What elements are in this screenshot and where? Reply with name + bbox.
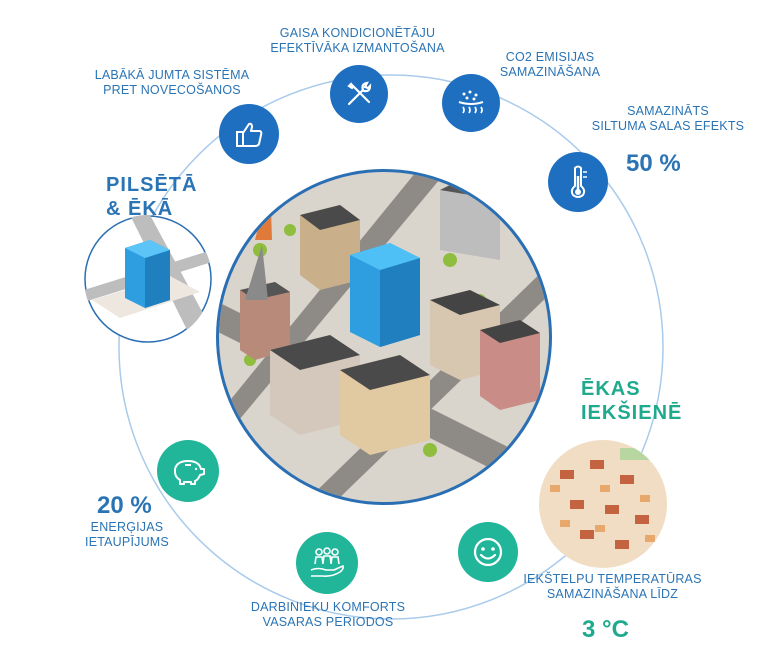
heading-city-building: PILSĒTĀ & ĒKĀ bbox=[106, 173, 197, 221]
heading-city-line1: PILSĒTĀ bbox=[106, 174, 198, 196]
tools-icon bbox=[330, 65, 388, 123]
piggy-bank-icon bbox=[157, 440, 219, 502]
label-temperature: IEKŠTELPU TEMPERATŪRAS SAMAZINĀŠANA LĪDZ bbox=[500, 572, 725, 602]
building-illustration bbox=[84, 215, 212, 343]
thumbs-up-icon bbox=[219, 104, 279, 164]
label-heat-line2: SILTUMA SALAS EFEKTS bbox=[591, 119, 745, 133]
label-energy-line2: IETAUPĪJUMS bbox=[85, 535, 169, 549]
label-comfort: DARBINIEKU KOMFORTS VASARAS PERIODOS bbox=[218, 600, 438, 630]
temperature-value: 3 °C bbox=[582, 616, 629, 643]
heading-inside-line2: IEKŠIENĒ bbox=[581, 402, 683, 424]
smiley-icon bbox=[458, 522, 518, 582]
label-energy-line1: ENERĢIJAS bbox=[90, 520, 164, 534]
emission-icon bbox=[442, 74, 500, 132]
label-co2: CO2 EMISIJAS SAMAZINĀŠANA bbox=[475, 50, 625, 80]
heading-inside-building: ĒKAS IEKŠIENĒ bbox=[581, 377, 682, 425]
label-co2-line2: SAMAZINĀŠANA bbox=[499, 65, 601, 79]
label-ac: GAISA KONDICIONĒTĀJU EFEKTĪVĀKA IZMANTOŠ… bbox=[250, 26, 465, 56]
label-comfort-line2: VASARAS PERIODOS bbox=[262, 615, 394, 629]
city-illustration bbox=[214, 167, 554, 507]
label-energy: ENERĢIJAS IETAUPĪJUMS bbox=[62, 520, 192, 550]
label-roof: LABĀKĀ JUMTA SISTĒMA PRET NOVECOŠANOS bbox=[72, 68, 272, 98]
thermometer-icon bbox=[548, 152, 608, 212]
label-comfort-line1: DARBINIEKU KOMFORTS bbox=[250, 600, 406, 614]
interior-illustration bbox=[539, 440, 667, 568]
label-roof-line1: LABĀKĀ JUMTA SISTĒMA bbox=[94, 68, 250, 82]
energy-value: 20 % bbox=[97, 492, 152, 519]
label-temp-line2: SAMAZINĀŠANA LĪDZ bbox=[546, 587, 679, 601]
label-heat-line1: SAMAZINĀTS bbox=[627, 104, 709, 118]
label-ac-line1: GAISA KONDICIONĒTĀJU bbox=[279, 26, 436, 40]
label-co2-line1: CO2 EMISIJAS bbox=[505, 50, 595, 64]
people-hand-icon bbox=[296, 532, 358, 594]
heat-island-value: 50 % bbox=[626, 150, 681, 177]
label-ac-line2: EFEKTĪVĀKA IZMANTOŠANA bbox=[270, 41, 445, 55]
heading-city-line2: & ĒKĀ bbox=[106, 198, 174, 220]
label-heat-island: SAMAZINĀTS SILTUMA SALAS EFEKTS bbox=[568, 104, 768, 134]
label-temp-line1: IEKŠTELPU TEMPERATŪRAS bbox=[523, 572, 702, 586]
heading-inside-line1: ĒKAS bbox=[581, 378, 641, 400]
label-roof-line2: PRET NOVECOŠANOS bbox=[103, 83, 241, 97]
